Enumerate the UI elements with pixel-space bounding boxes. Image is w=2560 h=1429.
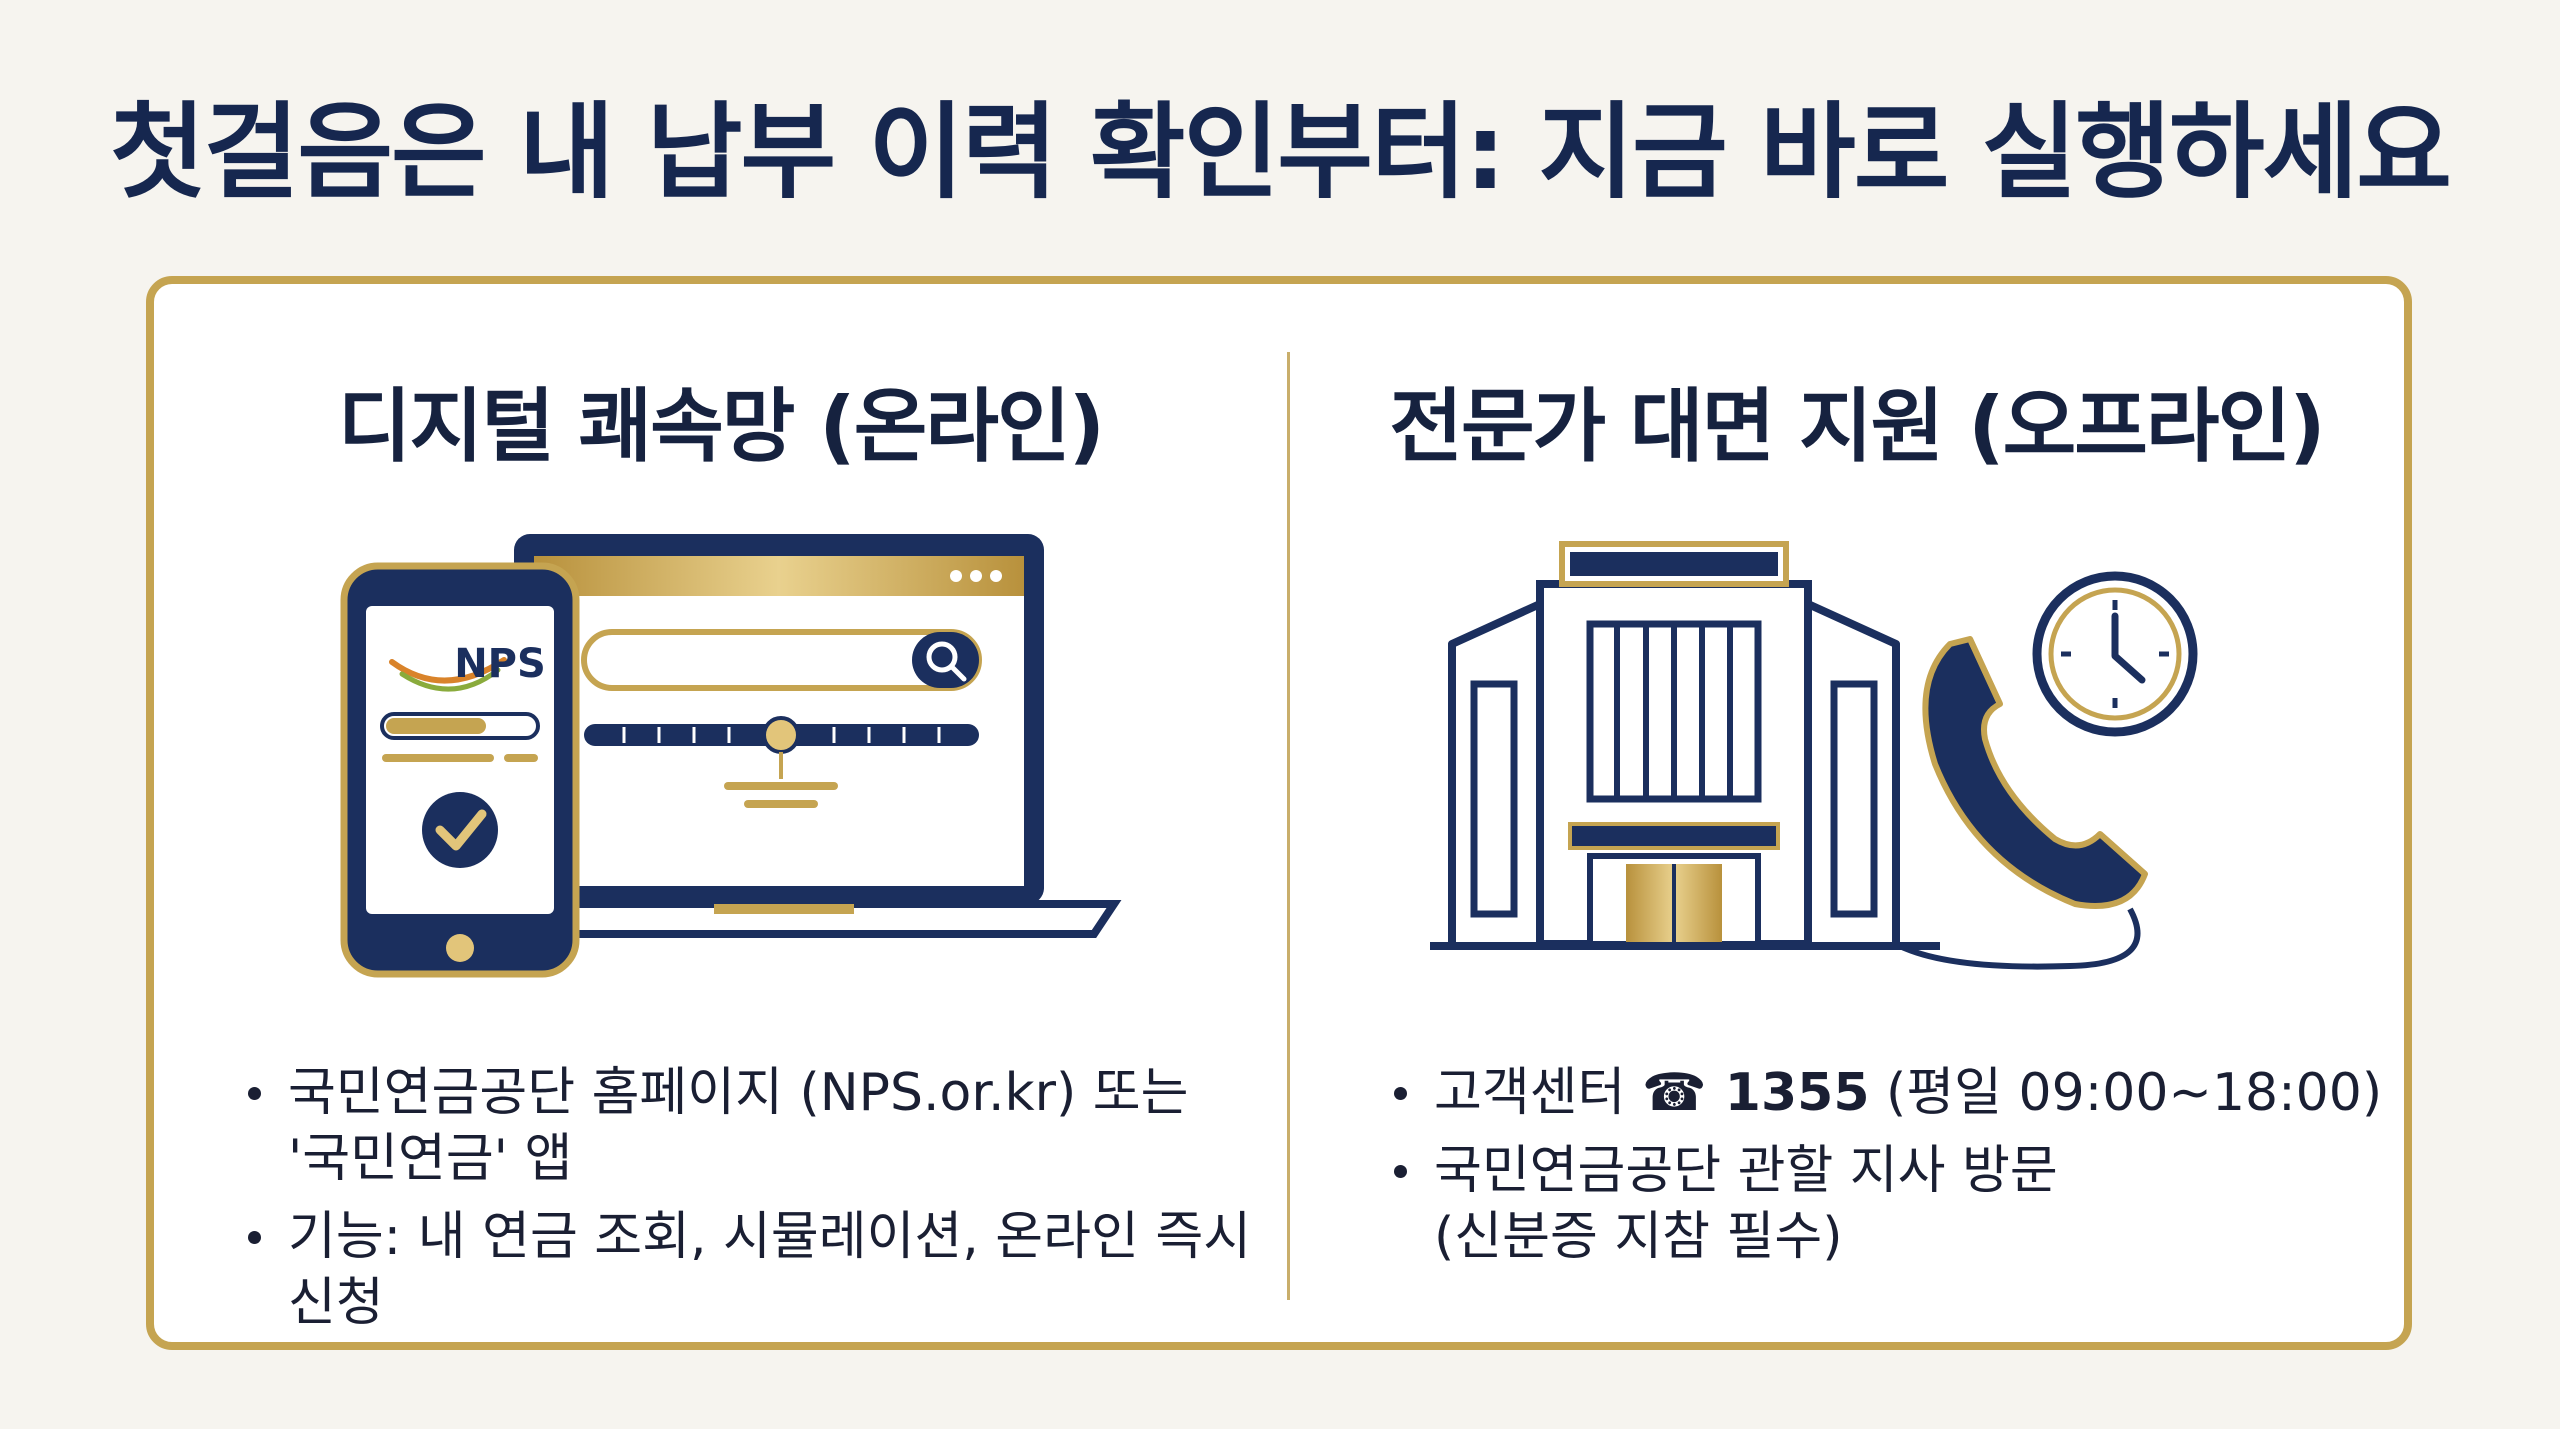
online-heading: 디지털 쾌속망 (온라인)	[337, 380, 1105, 473]
search-icon	[926, 641, 967, 682]
slider-graphic	[584, 716, 979, 808]
info-card: 디지털 쾌속망 (온라인)	[146, 276, 2412, 1350]
nps-logo-text: NPS	[454, 641, 546, 687]
bullet-branch-visit: 국민연금공단 관할 지사 방문 (신분증 지참 필수)	[1390, 1138, 2400, 1270]
bullet-features-line2: 신청	[288, 1273, 384, 1333]
laptop-icon	[446, 534, 1122, 938]
offline-column: 전문가 대면 지원 (오프라인)	[1290, 284, 2423, 1342]
online-bullets: 국민연금공단 홈페이지 (NPS.or.kr) 또는 '국민연금' 앱 기능: …	[244, 1060, 1254, 1348]
bullet-features-line1: 기능: 내 연금 조회, 시뮬레이션, 온라인 즉시	[288, 1207, 1252, 1267]
phone-laptop-illustration	[340, 534, 1122, 978]
bullet-homepage-line1: 국민연금공단 홈페이지 (NPS.or.kr) 또는	[288, 1063, 1189, 1123]
phone-glyph-icon: ☎	[1641, 1063, 1707, 1123]
column-divider	[1287, 352, 1290, 1300]
clock-icon	[2032, 571, 2198, 737]
building-icon	[1430, 541, 1940, 950]
bullet-features: 기능: 내 연금 조회, 시뮬레이션, 온라인 즉시 신청	[244, 1204, 1254, 1336]
search-bar	[581, 629, 982, 691]
call-center-label: 고객센터	[1434, 1063, 1642, 1123]
bullet-branch-line2: (신분증 지참 필수)	[1434, 1207, 1843, 1267]
telephone-handset-icon	[1898, 636, 2148, 970]
building-phone-illustration	[1430, 541, 2198, 970]
bullet-branch-line1: 국민연금공단 관할 지사 방문	[1434, 1141, 2058, 1201]
call-center-hours: (평일 09:00~18:00)	[1869, 1063, 2383, 1123]
checkmark-icon	[422, 792, 498, 868]
page-title: 첫걸음은 내 납부 이력 확인부터: 지금 바로 실행하세요	[109, 91, 2452, 213]
bullet-homepage-line2: '국민연금' 앱	[288, 1129, 573, 1189]
online-column: 디지털 쾌속망 (온라인)	[154, 284, 1287, 1342]
phone-icon	[340, 562, 580, 978]
call-center-number: 1355	[1706, 1063, 1870, 1123]
offline-bullets: 고객센터 ☎ 1355 (평일 09:00~18:00) 국민연금공단 관할 지…	[1390, 1060, 2400, 1282]
bullet-homepage: 국민연금공단 홈페이지 (NPS.or.kr) 또는 '국민연금' 앱	[244, 1060, 1254, 1192]
bullet-call-center: 고객센터 ☎ 1355 (평일 09:00~18:00)	[1390, 1060, 2400, 1126]
offline-heading: 전문가 대면 지원 (오프라인)	[1389, 380, 2325, 473]
